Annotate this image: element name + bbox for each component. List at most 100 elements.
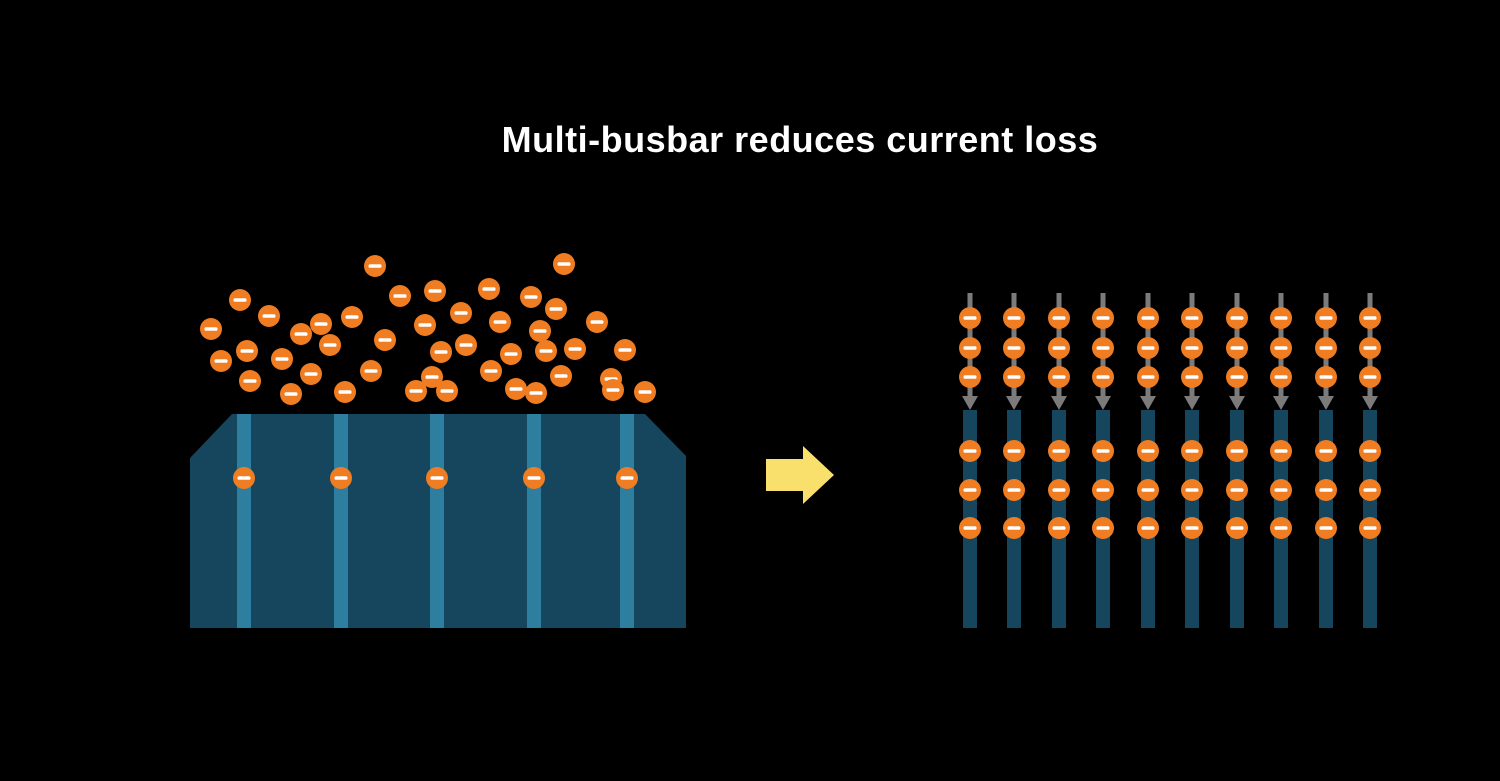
electron-icon	[1270, 440, 1292, 462]
electron-icon	[1181, 479, 1203, 501]
busbar-stripe	[430, 414, 444, 628]
electron-icon	[1092, 440, 1114, 462]
electron-icon	[1181, 440, 1203, 462]
electron-icon	[414, 314, 436, 336]
electron-icon	[239, 370, 261, 392]
electron-icon	[300, 363, 322, 385]
electron-icon	[525, 382, 547, 404]
electron-icon	[319, 334, 341, 356]
flow-arrow-head-icon	[962, 396, 978, 410]
electron-icon	[1048, 307, 1070, 329]
transition-arrow-shaft	[766, 459, 803, 491]
electron-icon	[330, 467, 352, 489]
electron-icon	[200, 318, 222, 340]
electron-icon	[364, 255, 386, 277]
electron-icon	[1048, 337, 1070, 359]
electron-icon	[1315, 517, 1337, 539]
electron-icon	[310, 313, 332, 335]
electron-icon	[341, 306, 363, 328]
electron-icon	[478, 278, 500, 300]
transition-arrow	[766, 446, 834, 504]
electron-icon	[1092, 366, 1114, 388]
flow-arrow-head-icon	[1184, 396, 1200, 410]
electron-icon	[553, 253, 575, 275]
electron-icon	[1137, 337, 1159, 359]
electron-icon	[360, 360, 382, 382]
electron-icon	[1137, 307, 1159, 329]
electron-icon	[1092, 517, 1114, 539]
electron-icon	[1359, 517, 1381, 539]
multibusbar-column	[1359, 293, 1381, 628]
electron-icon	[280, 383, 302, 405]
electron-icon	[1315, 479, 1337, 501]
multibusbar-column	[959, 293, 981, 628]
electron-icon	[489, 311, 511, 333]
electron-icon	[959, 479, 981, 501]
electron-icon	[1181, 366, 1203, 388]
electron-icon	[1315, 440, 1337, 462]
electron-icon	[1315, 337, 1337, 359]
busbar-stripe	[620, 414, 634, 628]
electron-icon	[1270, 337, 1292, 359]
electron-icon	[1003, 366, 1025, 388]
electron-icon	[229, 289, 251, 311]
electron-icon	[520, 286, 542, 308]
electron-icon	[959, 337, 981, 359]
electron-icon	[1048, 440, 1070, 462]
busbar-stripe	[237, 414, 251, 628]
multibusbar-column	[1003, 293, 1025, 628]
electron-icon	[1226, 337, 1248, 359]
electron-icon	[1359, 479, 1381, 501]
flow-arrow-head-icon	[1273, 396, 1289, 410]
electron-icon	[1181, 517, 1203, 539]
flow-arrow-head-icon	[1140, 396, 1156, 410]
multibusbar-column	[1315, 293, 1337, 628]
electron-icon	[634, 381, 656, 403]
electron-icon	[430, 341, 452, 363]
flow-arrow-head-icon	[1095, 396, 1111, 410]
electron-icon	[1003, 307, 1025, 329]
electron-icon	[1092, 337, 1114, 359]
flow-arrow-head-icon	[1006, 396, 1022, 410]
electron-icon	[586, 311, 608, 333]
multibusbar-column	[1226, 293, 1248, 628]
multibusbar-column	[1137, 293, 1159, 628]
electron-icon	[450, 302, 472, 324]
electron-icon	[959, 517, 981, 539]
electron-icon	[1226, 440, 1248, 462]
electron-icon	[1092, 479, 1114, 501]
electron-icon	[1181, 307, 1203, 329]
electron-icon	[1226, 307, 1248, 329]
electron-icon	[1359, 440, 1381, 462]
electron-icon	[436, 380, 458, 402]
multibusbar-column	[1270, 293, 1292, 628]
electron-icon	[1226, 517, 1248, 539]
electron-icon	[1137, 479, 1159, 501]
electron-icon	[959, 440, 981, 462]
electron-icon	[1003, 440, 1025, 462]
electron-icon	[1359, 307, 1381, 329]
electron-icon	[1270, 517, 1292, 539]
left-panel-standard-cell	[190, 253, 686, 628]
electron-icon	[480, 360, 502, 382]
electron-cloud	[200, 253, 656, 405]
flow-arrow-head-icon	[1229, 396, 1245, 410]
electron-icon	[236, 340, 258, 362]
electron-icon	[959, 366, 981, 388]
electron-icon	[545, 298, 567, 320]
multibusbar-column	[1181, 293, 1203, 628]
electron-icon	[523, 467, 545, 489]
diagram-title: Multi-busbar reduces current loss	[501, 119, 1099, 160]
electron-icon	[1270, 366, 1292, 388]
electron-icon	[1003, 517, 1025, 539]
multibusbar-column	[1092, 293, 1114, 628]
electron-icon	[1270, 307, 1292, 329]
electron-icon	[1137, 517, 1159, 539]
electron-icon	[1315, 366, 1337, 388]
electron-icon	[421, 366, 443, 388]
electron-icon	[290, 323, 312, 345]
electron-icon	[535, 340, 557, 362]
busbar-stripe	[527, 414, 541, 628]
